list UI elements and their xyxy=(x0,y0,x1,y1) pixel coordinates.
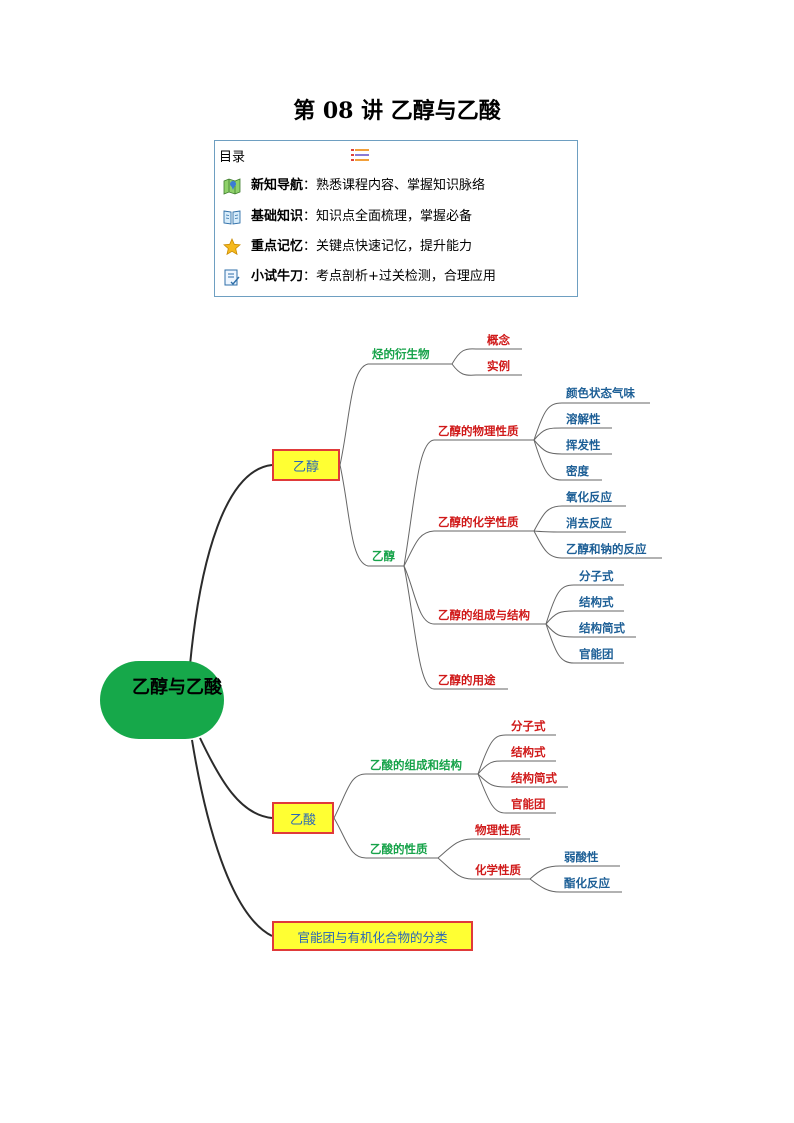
toc-item-text: ：考点剖析+过关检测，合理应用 xyxy=(303,269,496,284)
node-acid-properties: 乙酸的性质 xyxy=(370,842,428,856)
root-branches xyxy=(189,464,273,937)
node-solubility: 溶解性 xyxy=(566,412,601,426)
node-esterification: 酯化反应 xyxy=(564,876,610,890)
node-color-state-odor: 颜色状态气味 xyxy=(566,386,635,400)
toc-item: 新知导航：熟悉课程内容、掌握知识脉络 xyxy=(223,176,485,196)
node-weak-acidity: 弱酸性 xyxy=(564,850,599,864)
topic-classification-box: 官能团与有机化合物的分类 xyxy=(272,921,473,951)
node-ethanol-structure: 乙醇的组成与结构 xyxy=(438,608,530,622)
node-acid-structure: 乙酸的组成和结构 xyxy=(370,758,462,772)
list-icon xyxy=(351,149,369,161)
node-acid-functional-group: 官能团 xyxy=(511,797,546,811)
sub-branches xyxy=(333,348,662,893)
toc-item: 小试牛刀：考点剖析+过关检测，合理应用 xyxy=(223,267,496,287)
node-ethanol-physical: 乙醇的物理性质 xyxy=(438,424,519,438)
node-structural-formula: 结构式 xyxy=(579,595,614,609)
mindmap-root: 乙醇与乙酸 xyxy=(100,661,224,739)
node-molecular-formula: 分子式 xyxy=(579,569,614,583)
star-icon xyxy=(223,237,241,255)
node-ethanol-chemical: 乙醇的化学性质 xyxy=(438,515,519,529)
node-density: 密度 xyxy=(566,464,589,478)
node-volatility: 挥发性 xyxy=(566,438,601,452)
node-ethanol-sub: 乙醇 xyxy=(372,549,395,563)
toc-item-label: 重点记忆 xyxy=(251,239,304,254)
node-elimination: 消去反应 xyxy=(566,516,612,530)
toc-item-text: ：关键点快速记忆，提升能力 xyxy=(303,239,473,254)
node-acid-structural-formula: 结构式 xyxy=(511,745,546,759)
node-acid-condensed-formula: 结构简式 xyxy=(511,771,557,785)
topic-ethanol-box: 乙醇 xyxy=(272,449,340,481)
map-icon xyxy=(223,177,241,195)
toc-heading: 目录 xyxy=(219,150,246,165)
toc-item: 重点记忆：关键点快速记忆，提升能力 xyxy=(223,237,472,257)
node-acid-molecular-formula: 分子式 xyxy=(511,719,546,733)
toc-item: 基础知识：知识点全面梳理，掌握必备 xyxy=(223,207,472,227)
node-ethanol-uses: 乙醇的用途 xyxy=(438,673,496,687)
node-acid-chemical: 化学性质 xyxy=(475,863,521,877)
node-example: 实例 xyxy=(487,359,510,373)
node-oxidation: 氧化反应 xyxy=(566,490,612,504)
table-of-contents: 目录 新知导航：熟悉课程内容、掌握知识脉络 基础知识：知识点全面梳理，掌握必备 … xyxy=(214,140,578,297)
node-derivatives: 烃的衍生物 xyxy=(372,347,430,361)
topic-acetic-acid-box: 乙酸 xyxy=(272,802,334,834)
node-acid-physical: 物理性质 xyxy=(475,823,521,837)
toc-item-label: 小试牛刀 xyxy=(251,269,304,284)
book-icon xyxy=(223,209,241,225)
node-concept: 概念 xyxy=(487,333,510,347)
node-sodium-reaction: 乙醇和钠的反应 xyxy=(566,542,647,556)
checklist-icon xyxy=(224,269,240,285)
node-functional-group: 官能团 xyxy=(579,647,614,661)
page-title: 第 08 讲 乙醇与乙酸 xyxy=(293,98,501,124)
node-condensed-formula: 结构简式 xyxy=(579,621,625,635)
toc-item-text: ：熟悉课程内容、掌握知识脉络 xyxy=(303,178,486,193)
toc-item-text: ：知识点全面梳理，掌握必备 xyxy=(303,209,473,224)
toc-item-label: 基础知识 xyxy=(251,209,304,224)
toc-item-label: 新知导航 xyxy=(251,178,304,193)
